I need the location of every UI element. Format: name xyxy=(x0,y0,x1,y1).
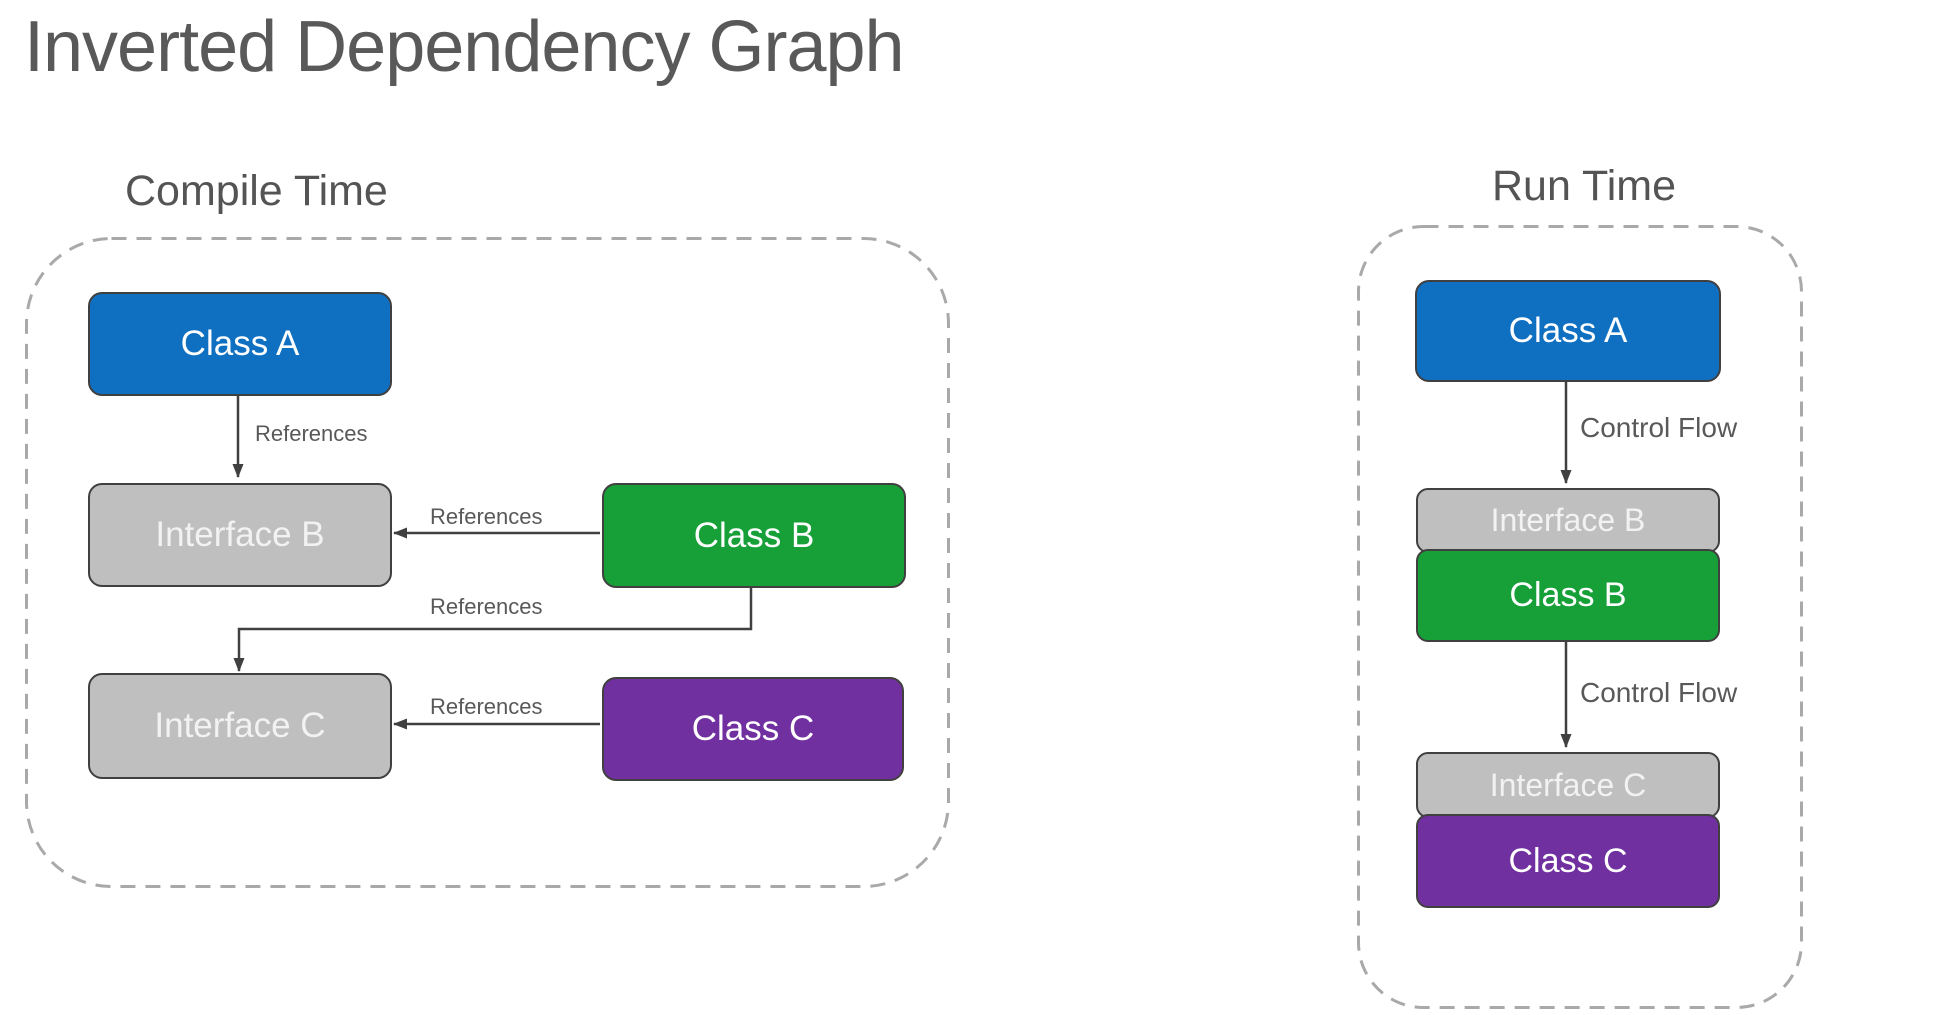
compile-class-a-node: Class A xyxy=(88,292,392,396)
control-flow-label-a-to-b: Control Flow xyxy=(1580,412,1738,443)
page-title: Inverted Dependency Graph xyxy=(24,7,905,87)
compile-interface-b-node: Interface B xyxy=(88,483,392,587)
references-label-b-to-ib: References xyxy=(430,504,543,529)
run-class-a-node: Class A xyxy=(1415,280,1721,382)
run-interface-c-node: Interface C xyxy=(1416,752,1720,818)
run-interface-b-node: Interface B xyxy=(1416,488,1720,553)
run-class-b-node: Class B xyxy=(1416,549,1720,642)
compile-time-label: Compile Time xyxy=(125,167,388,215)
control-flow-label-b-to-c: Control Flow xyxy=(1580,677,1738,708)
references-label-b-to-ic: References xyxy=(430,594,543,619)
run-time-label: Run Time xyxy=(1492,162,1677,210)
compile-class-b-node: Class B xyxy=(602,483,906,588)
compile-interface-c-node: Interface C xyxy=(88,673,392,779)
compile-class-c-node: Class C xyxy=(602,677,904,781)
references-label-c-to-ic: References xyxy=(430,694,543,719)
run-class-c-node: Class C xyxy=(1416,814,1720,908)
references-label-a-to-ib: References xyxy=(255,421,368,446)
